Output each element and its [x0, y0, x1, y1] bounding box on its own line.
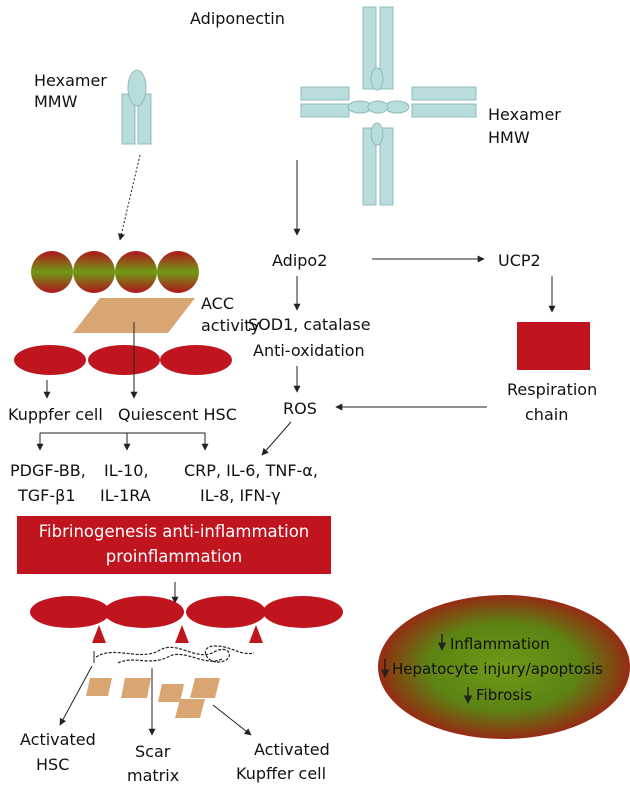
- cytokine-branch-arrows: [36, 432, 209, 451]
- outcome-oval: [378, 595, 630, 739]
- scar-matrix-label-2: matrix: [127, 766, 179, 785]
- banner-line-1: Fibrinogenesis anti-inflammation: [39, 522, 310, 541]
- outcome-arrows: [380, 634, 473, 704]
- arrow-to-activated-hsc: [59, 665, 93, 726]
- acc-parallelogram: [73, 298, 195, 333]
- diagram-title: Adiponectin: [190, 9, 285, 28]
- hexamer-hmw-label-1: Hexamer: [488, 105, 561, 124]
- cytokines-mid-2: IL-1RA: [100, 486, 151, 505]
- activated-hsc-label-2: HSC: [36, 755, 69, 774]
- acc-label-1: ACC: [201, 294, 234, 313]
- banner-line-2: proinflammation: [106, 547, 242, 566]
- quiescent-hsc-label: Quiescent HSC: [118, 405, 237, 424]
- ucp2-label: UCP2: [498, 251, 541, 270]
- arrow-mmw-to-cells: [118, 154, 141, 241]
- outcome-fibrosis: Fibrosis: [476, 686, 532, 704]
- gradient-spheres: [31, 251, 199, 293]
- cytokines-left-1: PDGF-BB,: [10, 461, 86, 480]
- ros-label: ROS: [283, 399, 317, 418]
- cytokines-mid-1: IL-10,: [104, 461, 149, 480]
- hexamer-mmw-label-2: MMW: [34, 92, 78, 111]
- respiration-chain-label-2: chain: [525, 405, 568, 424]
- hexamer-hmw-receptor: [300, 6, 477, 206]
- hexamer-mmw-label-1: Hexamer: [34, 71, 107, 90]
- scar-fibers: [95, 645, 255, 664]
- activated-hsc-label-1: Activated: [20, 730, 96, 749]
- acc-label-2: activity: [201, 316, 260, 335]
- fibrinogenesis-banner: [17, 516, 331, 574]
- hexamer-mmw-receptor: [121, 69, 152, 145]
- adipo2-label: Adipo2: [272, 251, 327, 270]
- activated-kupffer-label-2: Kupffer cell: [236, 764, 326, 783]
- outcome-inflammation: Inflammation: [450, 635, 550, 653]
- cytokines-left-2: TGF-β1: [17, 486, 76, 505]
- anti-oxidation-label: Anti-oxidation: [253, 341, 365, 360]
- cytokines-right-1: CRP, IL-6, TNF-α,: [184, 461, 318, 480]
- arrow-to-activated-kupffer: [212, 704, 252, 736]
- arrow-ros-to-cytokines: [261, 421, 292, 456]
- tan-matrix-blocks: [86, 678, 220, 718]
- respiration-chain-label-1: Respiration: [507, 380, 597, 399]
- kuppfer-cell-label: Kuppfer cell: [8, 405, 103, 424]
- red-cells-row-2: [30, 596, 343, 643]
- respiration-chain-block: [517, 322, 590, 370]
- cytokines-right-2: IL-8, IFN-γ: [200, 486, 281, 505]
- scar-matrix-label-1: Scar: [135, 742, 171, 761]
- red-cells-row-1: [14, 345, 232, 375]
- hexamer-hmw-label-2: HMW: [488, 128, 530, 147]
- activated-kupffer-label-1: Activated: [254, 740, 330, 759]
- sod1-catalase-label: SOD1, catalase: [248, 315, 371, 334]
- outcome-hepatocyte: Hepatocyte injury/apoptosis: [392, 660, 603, 678]
